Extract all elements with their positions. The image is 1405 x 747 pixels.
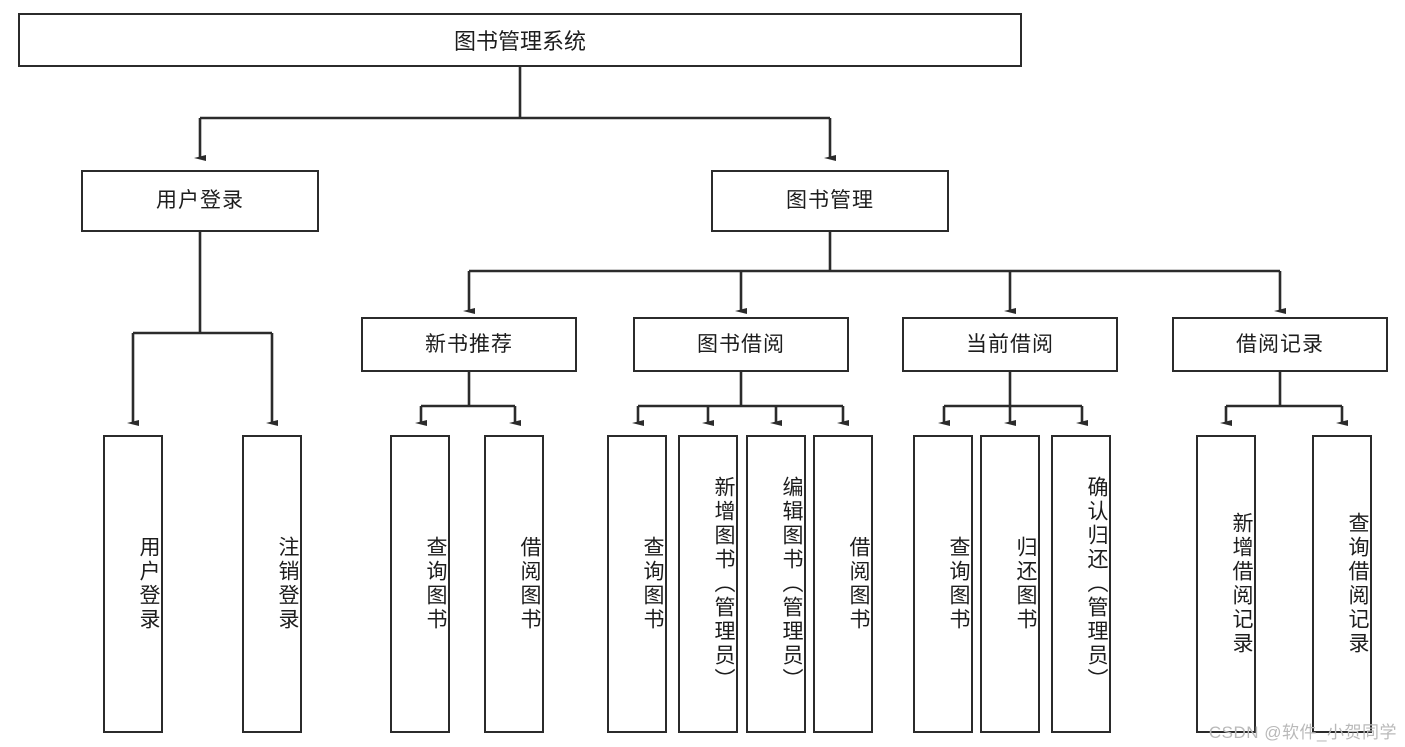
node-current-borrow[interactable]: 当前借阅 xyxy=(902,317,1118,372)
node-label: 用户登录 xyxy=(156,189,244,213)
node-label: 图书借阅 xyxy=(697,332,785,356)
leaf-user-login-logout[interactable]: 注销登录 xyxy=(242,435,302,733)
node-label: 查询图书 xyxy=(641,536,664,632)
leaf-borrow-query-book[interactable]: 查询图书 xyxy=(607,435,667,733)
node-label: 新增借阅记录 xyxy=(1230,512,1253,656)
leaf-borrow-edit-book-admin[interactable]: 编辑图书（管理员） xyxy=(746,435,806,733)
leaf-borrow-borrow-book[interactable]: 借阅图书 xyxy=(813,435,873,733)
leaf-recommend-query-book[interactable]: 查询图书 xyxy=(390,435,450,733)
node-label: 归还图书 xyxy=(1014,536,1037,632)
node-label: 查询借阅记录 xyxy=(1346,512,1369,656)
node-label: 当前借阅 xyxy=(966,332,1054,356)
node-label: 借阅记录 xyxy=(1236,332,1324,356)
leaf-current-confirm-return-admin[interactable]: 确认归还（管理员） xyxy=(1051,435,1111,733)
node-label: 查询图书 xyxy=(947,536,970,632)
node-label: 借阅图书 xyxy=(847,536,870,632)
node-label: 图书管理 xyxy=(786,189,874,213)
leaf-user-login-login[interactable]: 用户登录 xyxy=(103,435,163,733)
node-label: 确认归还（管理员） xyxy=(1085,476,1108,692)
node-label: 新书推荐 xyxy=(425,332,513,356)
leaf-current-return-book[interactable]: 归还图书 xyxy=(980,435,1040,733)
leaf-record-add-record[interactable]: 新增借阅记录 xyxy=(1196,435,1256,733)
leaf-borrow-add-book-admin[interactable]: 新增图书（管理员） xyxy=(678,435,738,733)
node-user-login[interactable]: 用户登录 xyxy=(81,170,319,232)
leaf-current-query-book[interactable]: 查询图书 xyxy=(913,435,973,733)
node-label: 新增图书（管理员） xyxy=(712,476,735,692)
node-borrow-record[interactable]: 借阅记录 xyxy=(1172,317,1388,372)
leaf-record-query-record[interactable]: 查询借阅记录 xyxy=(1312,435,1372,733)
node-label: 图书管理系统 xyxy=(453,29,586,54)
node-label: 编辑图书（管理员） xyxy=(780,476,803,692)
node-root-system[interactable]: 图书管理系统 xyxy=(18,13,1022,67)
node-label: 注销登录 xyxy=(276,536,299,632)
node-new-book-recommend[interactable]: 新书推荐 xyxy=(361,317,577,372)
leaf-recommend-borrow-book[interactable]: 借阅图书 xyxy=(484,435,544,733)
node-book-borrow[interactable]: 图书借阅 xyxy=(633,317,849,372)
node-label: 查询图书 xyxy=(424,536,447,632)
node-book-management[interactable]: 图书管理 xyxy=(711,170,949,232)
node-label: 用户登录 xyxy=(137,536,160,632)
watermark: CSDN @软件_小贺同学 xyxy=(1208,723,1397,742)
node-label: 借阅图书 xyxy=(518,536,541,632)
